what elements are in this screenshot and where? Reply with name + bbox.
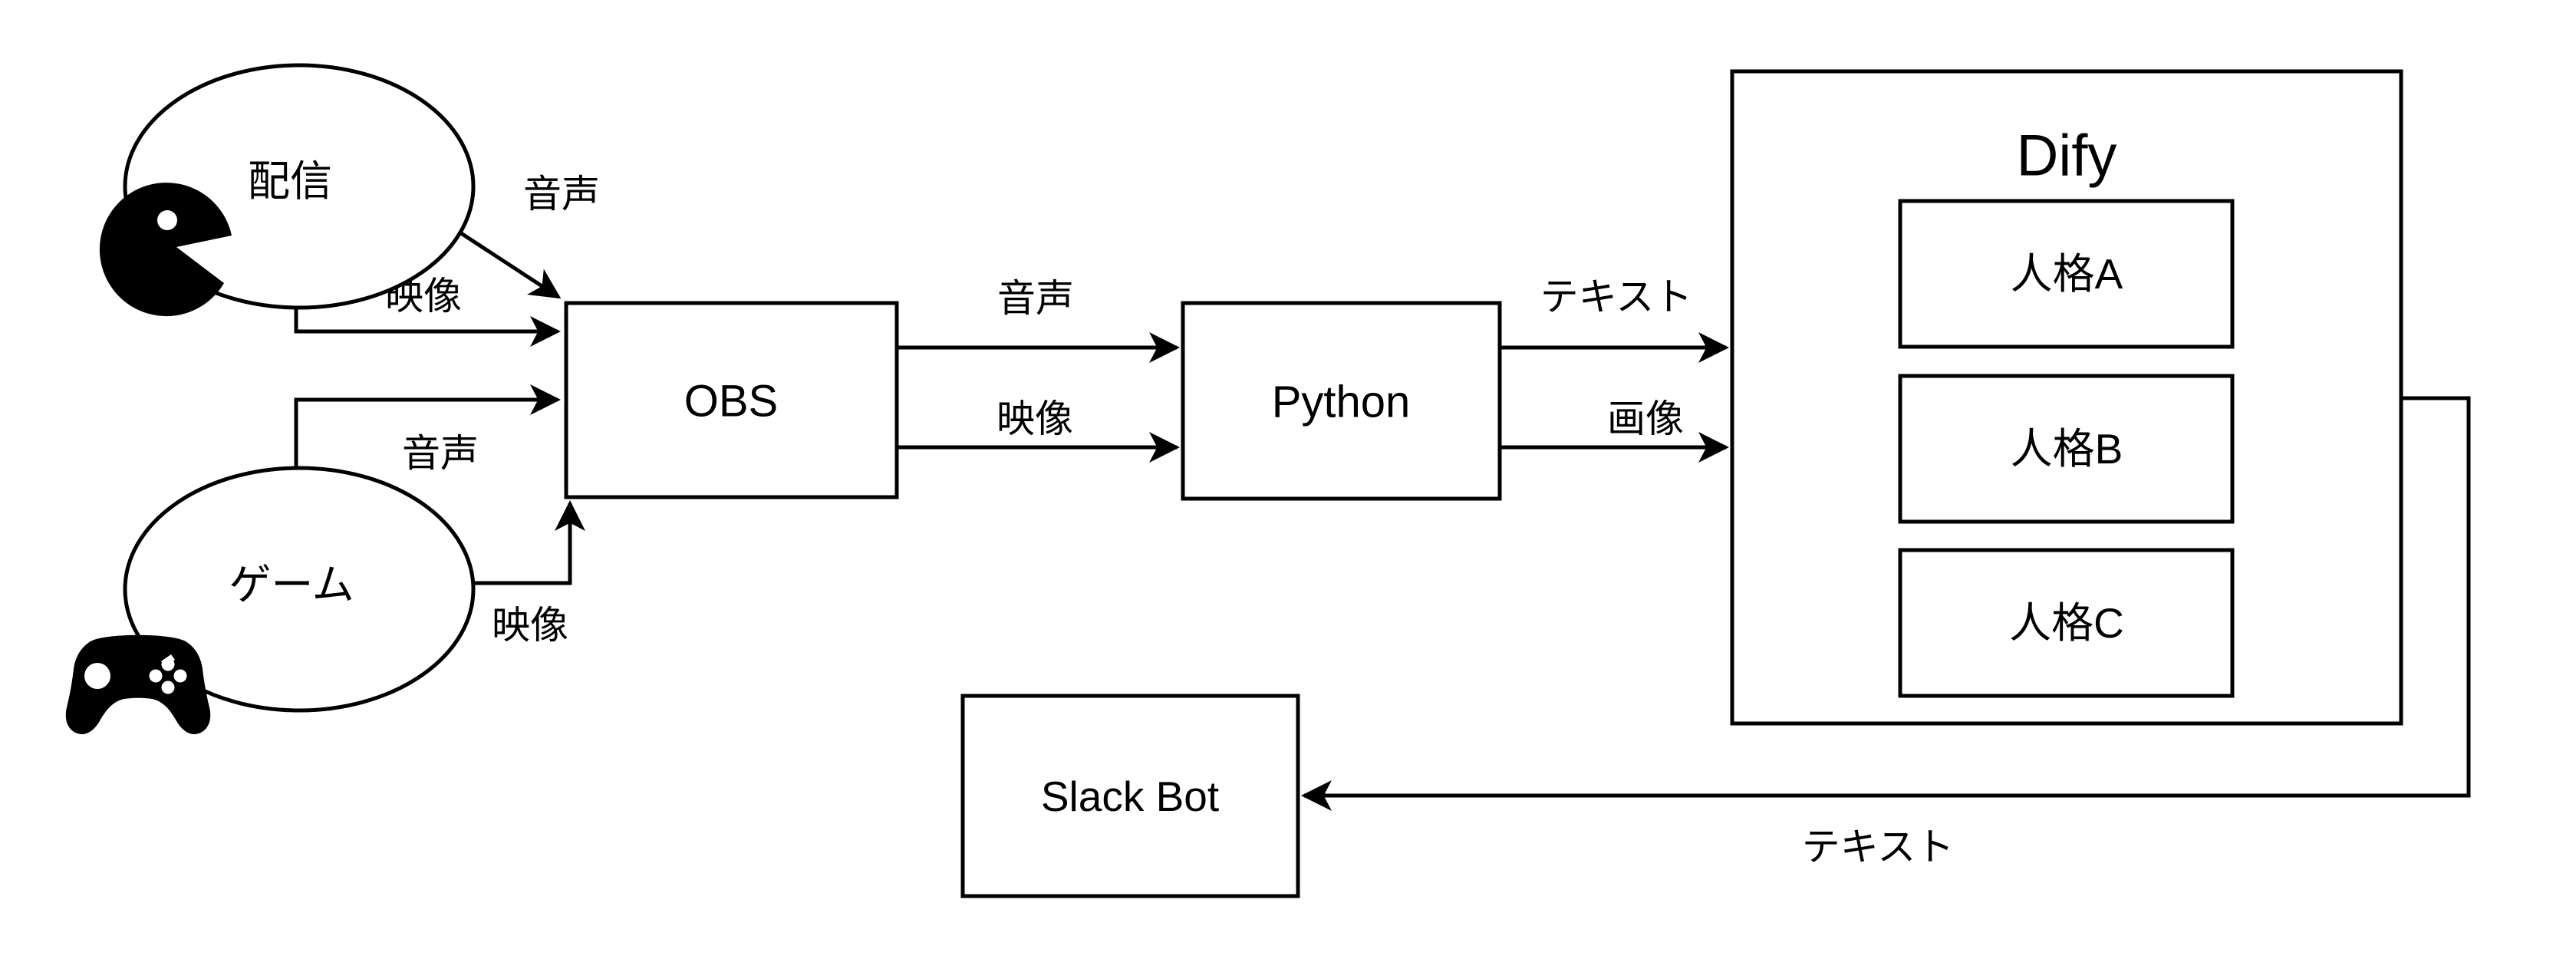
node-game: ゲーム <box>65 466 476 734</box>
pacman-icon <box>99 183 232 317</box>
edge-label-obs-audio: 音声 <box>997 277 1074 320</box>
gamepad-icon <box>65 634 211 734</box>
persona-c-label: 人格C <box>2009 599 2124 647</box>
edge-line-game-audio <box>294 384 561 468</box>
edge-label-obs-video: 映像 <box>996 397 1073 440</box>
edge-game-to-obs-audio: 音声 <box>294 384 561 475</box>
broadcast-ellipse <box>123 63 476 310</box>
edge-line-broadcast-audio <box>457 229 562 299</box>
edge-line-game-video <box>472 500 585 585</box>
persona-c-box <box>1898 548 2235 698</box>
edge-game-to-obs-video: 映像 <box>472 500 585 647</box>
slack-bot-box <box>960 694 1300 898</box>
pacman-eye <box>157 210 177 230</box>
python-box <box>1181 301 1502 501</box>
edge-label-game-video: 映像 <box>492 604 568 647</box>
persona-b-box <box>1898 374 2235 524</box>
persona-b-node: 人格B <box>1898 374 2235 524</box>
persona-c-node: 人格C <box>1898 548 2235 698</box>
edge-python-to-dify-image: 画像 <box>1500 397 1729 463</box>
edge-line-broadcast-video <box>294 308 561 347</box>
slack-bot-label: Slack Bot <box>1041 773 1219 820</box>
node-slack-bot: Slack Bot <box>960 694 1300 898</box>
edge-obs-to-python-video: 映像 <box>897 397 1180 463</box>
obs-box <box>564 301 899 499</box>
persona-a-label: 人格A <box>2011 250 2123 298</box>
gamepad-button-right <box>173 669 187 683</box>
edge-label-game-audio: 音声 <box>402 432 479 475</box>
gamepad-button-bottom <box>161 681 175 694</box>
gamepad-body <box>65 634 211 734</box>
broadcast-label: 配信 <box>248 157 332 205</box>
python-label: Python <box>1272 377 1411 427</box>
edge-obs-to-python-audio: 音声 <box>897 277 1180 363</box>
gamepad-stick <box>84 663 110 689</box>
game-ellipse <box>123 466 476 713</box>
pacman-body <box>99 183 232 317</box>
edge-dify-to-slack-text: テキスト <box>1301 396 2471 868</box>
dify-title: Dify <box>2017 124 2117 189</box>
edge-label-python-text: テキスト <box>1540 275 1693 318</box>
edge-label-broadcast-audio: 音声 <box>523 173 600 216</box>
edge-line-dify-text <box>1301 396 2471 811</box>
edge-label-dify-text: テキスト <box>1802 826 1955 868</box>
persona-a-node: 人格A <box>1898 199 2235 349</box>
persona-b-label: 人格B <box>2011 425 2123 473</box>
obs-label: OBS <box>684 377 779 427</box>
gamepad-button-left <box>149 669 163 683</box>
node-broadcast: 配信 <box>99 63 476 317</box>
node-dify: Dify 人格A 人格B 人格C <box>1730 69 2403 726</box>
persona-a-box <box>1898 199 2235 349</box>
node-python: Python <box>1181 301 1502 501</box>
edge-broadcast-to-obs-audio: 音声 <box>457 173 600 299</box>
gamepad-button-top <box>161 657 175 671</box>
game-label: ゲーム <box>229 561 354 608</box>
edge-python-to-dify-text: テキスト <box>1500 275 1729 363</box>
edge-label-python-image: 画像 <box>1607 397 1684 440</box>
node-obs: OBS <box>564 301 899 499</box>
